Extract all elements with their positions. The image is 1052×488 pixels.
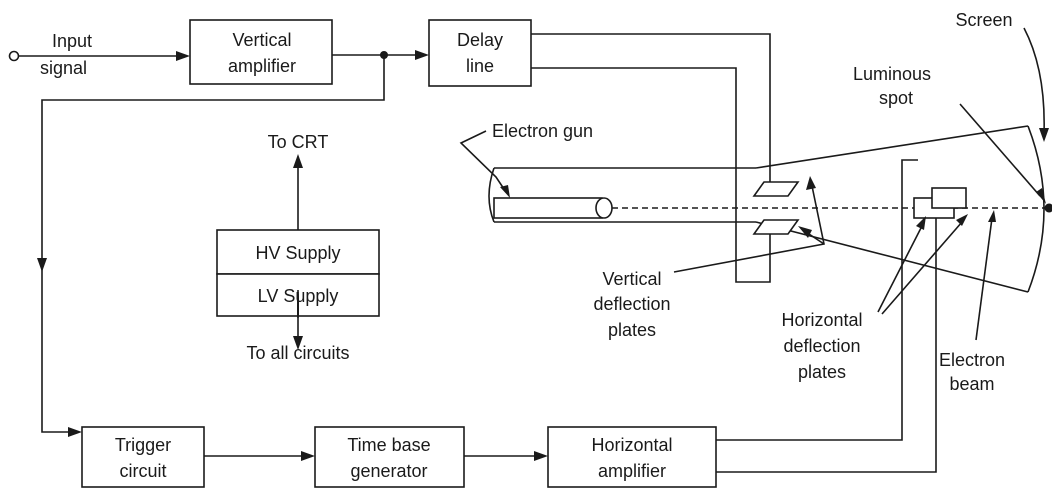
luminous-spot-dot	[1044, 203, 1052, 213]
power-supply: HV Supply LV Supply	[216, 132, 380, 363]
horizontal-amp-label-2: amplifier	[598, 461, 666, 481]
input-terminal	[8, 50, 20, 62]
time-base-label-1: Time base	[347, 435, 430, 455]
vertical-amplifier-label-2: amplifier	[228, 56, 296, 76]
vdp-label-1: Vertical	[602, 269, 661, 289]
hv-supply-label: HV Supply	[255, 243, 340, 263]
electron-beam-label-1: Electron	[939, 350, 1005, 370]
delay-line-label-2: line	[466, 56, 494, 76]
input-signal: Input signal	[8, 31, 190, 78]
input-arrow	[176, 51, 190, 61]
delay-line-label-1: Delay	[457, 30, 503, 50]
trigger-feed-line	[41, 55, 385, 433]
hdp-label-1: Horizontal	[781, 310, 862, 330]
vertical-amplifier-label-1: Vertical	[232, 30, 291, 50]
vdp-label-3: plates	[608, 320, 656, 340]
delay-line: Delay line	[428, 19, 532, 87]
time-base-generator: Time base generator	[314, 426, 465, 488]
to-all-circuits-label: To all circuits	[246, 343, 349, 363]
crt-screen	[1027, 125, 1045, 293]
trigger-label-1: Trigger	[115, 435, 171, 455]
crt-tube	[488, 125, 1045, 293]
luminous-spot-label-1: Luminous	[853, 64, 931, 84]
hdp-label-3: plates	[798, 362, 846, 382]
vertical-deflection-plates	[752, 181, 800, 235]
input-label-line1: Input	[52, 31, 92, 51]
time-base-label-2: generator	[350, 461, 427, 481]
vertical-amplifier: Vertical amplifier	[189, 19, 333, 85]
to-crt-label: To CRT	[268, 132, 329, 152]
trigger-label-2: circuit	[119, 461, 166, 481]
to-all-circuits-arrow	[293, 336, 303, 350]
to-crt-arrow	[293, 154, 303, 168]
trigger-circuit: Trigger circuit	[81, 426, 205, 488]
electron-beam-label-2: beam	[949, 374, 994, 394]
electron-gun-label: Electron gun	[492, 121, 593, 141]
horizontal-amp-label-1: Horizontal	[591, 435, 672, 455]
vdp-label-2: deflection	[593, 294, 670, 314]
luminous-spot-label-2: spot	[879, 88, 913, 108]
screen-label: Screen	[955, 10, 1012, 30]
electron-gun	[493, 197, 613, 219]
hdp-label-2: deflection	[783, 336, 860, 356]
input-label-line2: signal	[40, 58, 87, 78]
horizontal-amplifier: Horizontal amplifier	[547, 426, 717, 488]
horizontal-deflection-plates	[913, 187, 967, 219]
